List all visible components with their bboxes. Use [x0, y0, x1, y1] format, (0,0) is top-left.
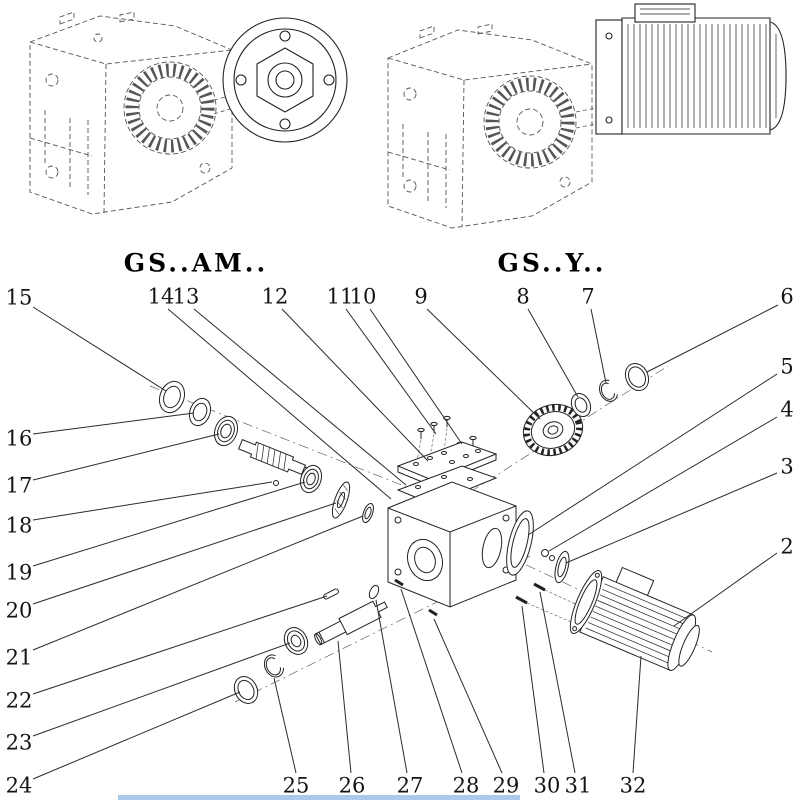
callout-number-7: 7 — [581, 284, 595, 309]
leader-line-7 — [590, 308, 607, 384]
ring-16 — [188, 397, 212, 427]
variant-label-gs-am: GS..AM.. — [123, 248, 269, 278]
callout-number-23: 23 — [5, 730, 33, 755]
bearing-17 — [213, 415, 239, 447]
ring-6 — [624, 362, 650, 392]
leader-line-26 — [337, 640, 352, 774]
leader-line-12 — [281, 308, 429, 462]
callout-number-25: 25 — [282, 773, 310, 798]
gearbox-outline-gsy — [387, 23, 593, 229]
leader-line-28 — [400, 588, 463, 774]
callout-number-22: 22 — [5, 688, 33, 713]
callout-number-12: 12 — [261, 284, 289, 309]
bolt-28 — [394, 578, 404, 587]
callout-number-27: 27 — [396, 773, 424, 798]
callout-number-8: 8 — [516, 284, 530, 309]
flange-drawing-gsam — [213, 17, 348, 143]
circlip-7 — [599, 379, 618, 402]
leader-line-10 — [369, 308, 463, 445]
leader-line-29 — [433, 618, 503, 774]
callout-number-17: 17 — [5, 473, 33, 498]
leader-line-4 — [548, 416, 778, 552]
leader-line-16 — [32, 412, 195, 435]
leader-line-14 — [167, 308, 392, 500]
washer-disk-20 — [331, 481, 351, 519]
leader-line-18 — [32, 481, 273, 521]
bearing-19 — [299, 464, 323, 494]
leader-line-17 — [32, 433, 220, 481]
motor-drawing-gsy — [575, 3, 787, 135]
callout-number-2: 2 — [780, 534, 794, 559]
callout-number-18: 18 — [5, 513, 33, 538]
leader-line-27 — [375, 599, 408, 774]
gearbox-outline-gsam — [29, 11, 233, 215]
callout-number-3: 3 — [780, 454, 794, 479]
callout-number-11: 11 — [326, 284, 354, 309]
callout-number-19: 19 — [5, 560, 33, 585]
flange-ring-5 — [506, 510, 534, 576]
leader-line-19 — [32, 481, 306, 567]
leader-line-5 — [527, 373, 778, 536]
callout-number-13: 13 — [172, 284, 200, 309]
leader-line-32 — [632, 655, 642, 774]
callout-number-32: 32 — [619, 773, 647, 798]
leader-line-30 — [521, 605, 545, 774]
bottom-artifact-strip — [118, 795, 520, 800]
bushing-27 — [368, 584, 380, 600]
leader-lines — [32, 304, 779, 780]
leader-line-9 — [426, 308, 541, 420]
callout-number-14: 14 — [147, 284, 175, 309]
plug-4 — [541, 549, 555, 561]
callout-number-20: 20 — [5, 598, 33, 623]
leader-line-8 — [527, 308, 579, 398]
callout-number-24: 24 — [5, 773, 33, 798]
leader-line-3 — [565, 472, 778, 564]
callout-number-21: 21 — [5, 645, 33, 670]
circlip-25 — [263, 654, 285, 678]
bearing-23 — [283, 627, 309, 655]
leader-line-21 — [32, 515, 364, 651]
callout-number-4: 4 — [780, 397, 794, 422]
callout-number-5: 5 — [780, 354, 794, 379]
housing-body — [387, 481, 517, 608]
leader-line-22 — [32, 595, 328, 695]
leader-line-31 — [539, 591, 576, 774]
leader-line-13 — [193, 308, 407, 486]
seal-ring-24 — [233, 676, 259, 704]
motor-exploded — [569, 566, 700, 671]
bolt-29 — [428, 608, 438, 617]
exploded-view — [149, 362, 713, 704]
leader-line-11 — [345, 308, 437, 435]
ring-21 — [362, 502, 374, 524]
callout-number-30: 30 — [533, 773, 561, 798]
callout-number-15: 15 — [5, 285, 33, 310]
callout-number-16: 16 — [5, 426, 33, 451]
stud-bolt-30 — [515, 595, 579, 626]
variant-label-gs-y: GS..Y.. — [497, 248, 607, 278]
leader-line-20 — [32, 502, 337, 605]
output-shaft-26 — [314, 600, 388, 646]
leader-line-6 — [646, 304, 779, 373]
leader-line-2 — [673, 552, 778, 627]
leader-line-24 — [32, 691, 241, 780]
pin-18 — [273, 480, 279, 486]
callout-number-29: 29 — [492, 773, 520, 798]
ring-3 — [554, 550, 570, 584]
callout-number-28: 28 — [452, 773, 480, 798]
leader-line-25 — [273, 677, 297, 774]
callout-number-31: 31 — [564, 773, 592, 798]
callout-number-9: 9 — [414, 284, 428, 309]
seal-ring-15 — [158, 380, 186, 414]
callout-number-26: 26 — [338, 773, 366, 798]
leader-line-15 — [32, 306, 167, 392]
leader-line-23 — [32, 642, 291, 737]
key-22 — [323, 588, 339, 600]
callout-number-10: 10 — [349, 284, 377, 309]
callout-number-6: 6 — [780, 284, 794, 309]
